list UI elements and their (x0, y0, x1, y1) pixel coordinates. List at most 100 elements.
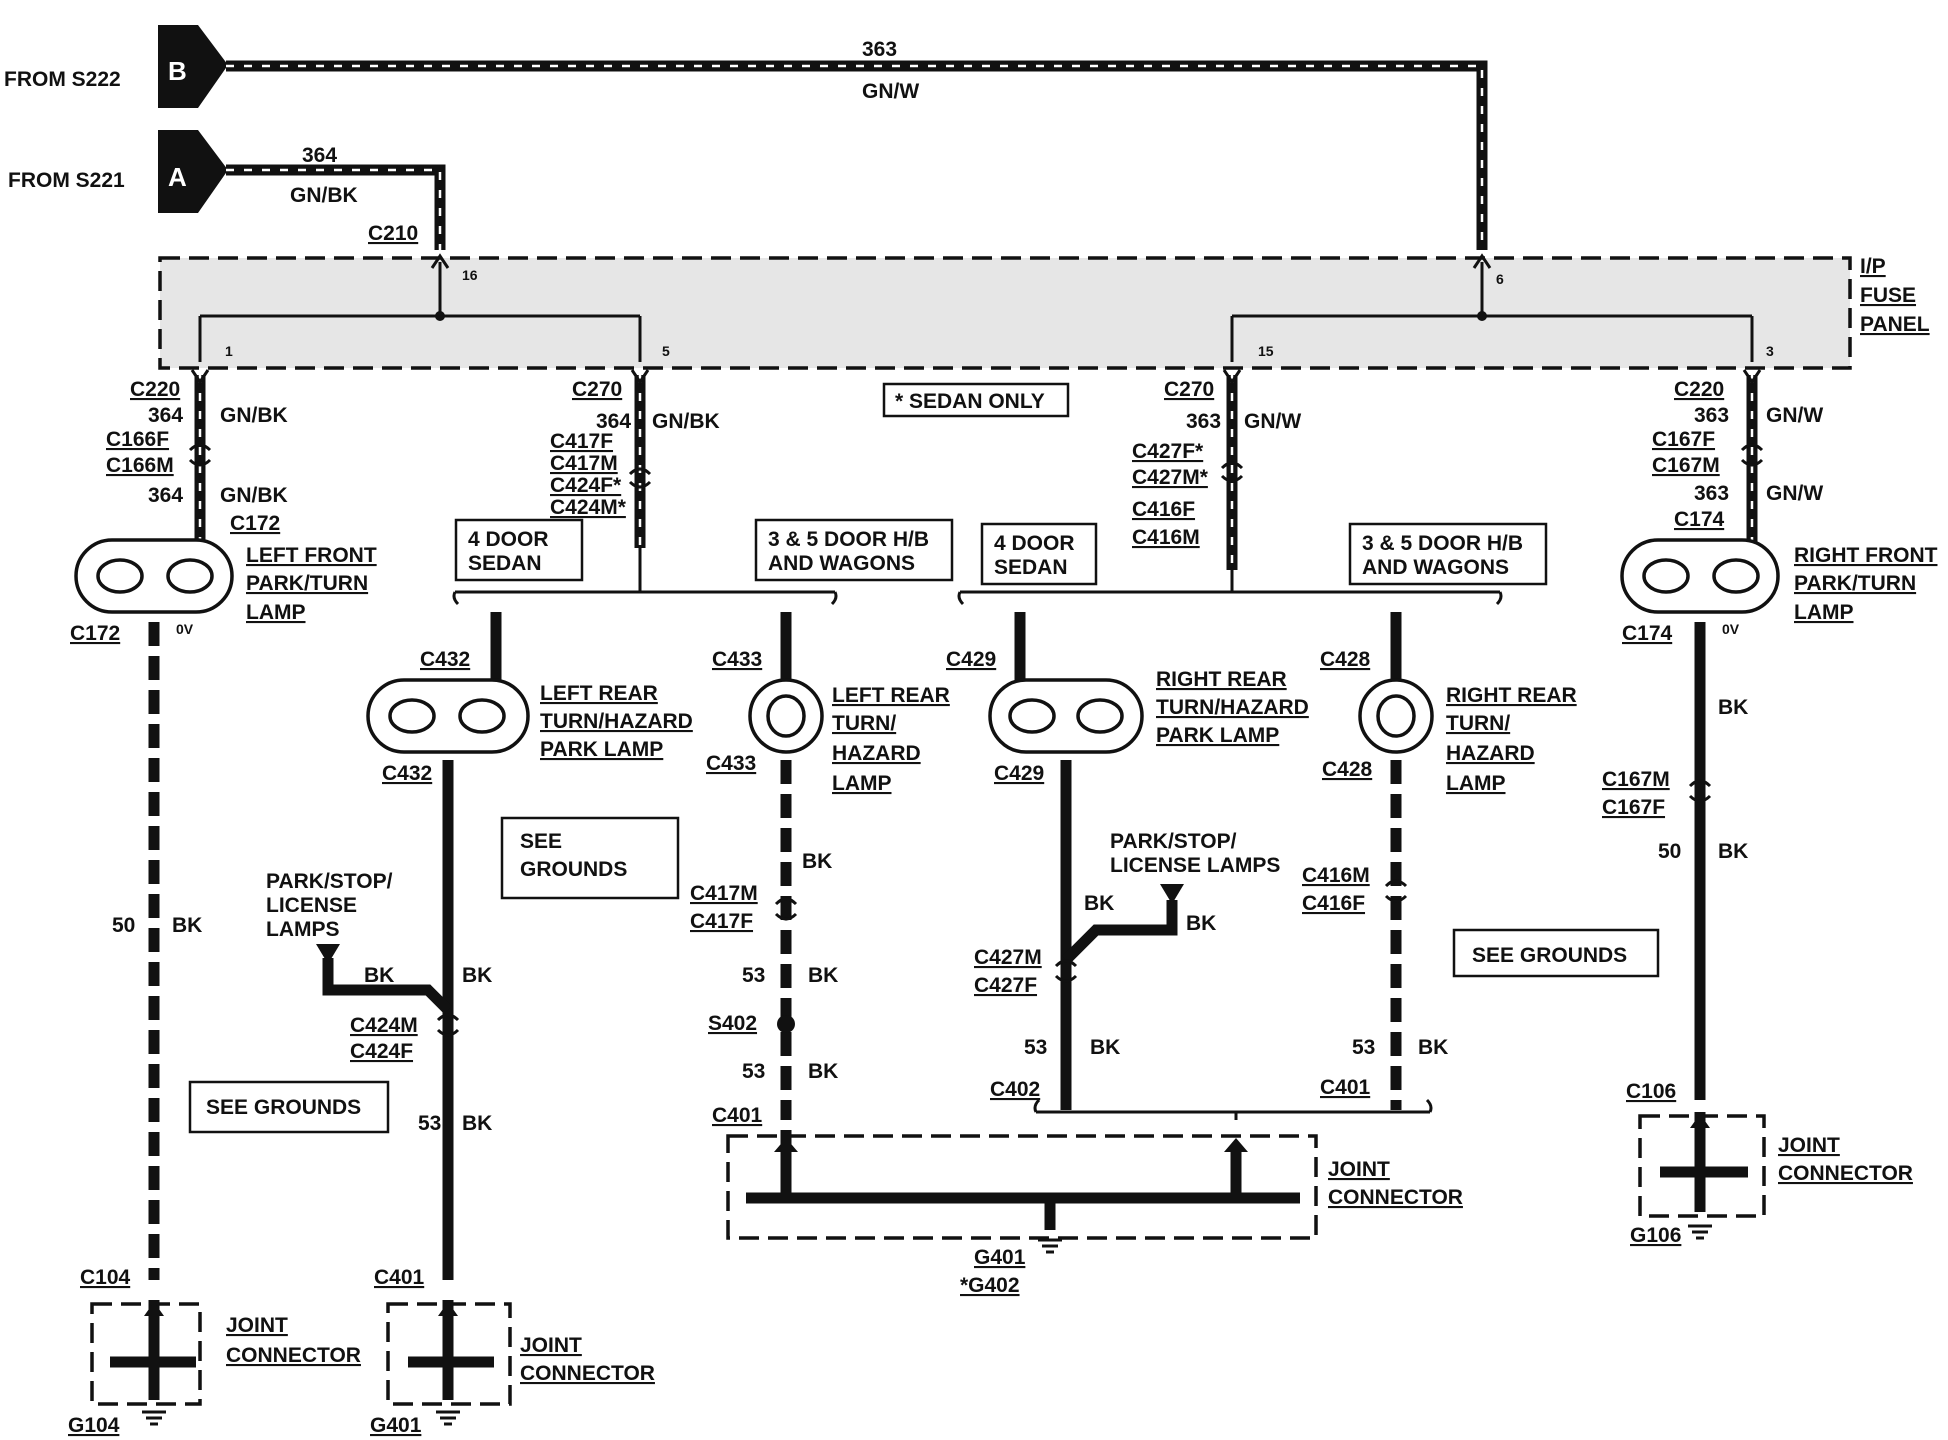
svg-text:C104: C104 (80, 1266, 131, 1289)
see-grounds-box-left: SEE GROUNDS (188, 1080, 390, 1134)
svg-text:LEFT REAR: LEFT REAR (832, 684, 950, 707)
svg-text:BK: BK (808, 1060, 838, 1083)
svg-text:C417M: C417M (550, 452, 618, 475)
svg-text:TURN/: TURN/ (832, 712, 896, 735)
svg-text:CONNECTOR: CONNECTOR (520, 1362, 655, 1385)
svg-text:*G402: *G402 (960, 1274, 1020, 1297)
svg-text:50: 50 (1658, 840, 1681, 863)
svg-text:C172: C172 (230, 512, 280, 535)
svg-text:PARK/TURN: PARK/TURN (1794, 572, 1916, 595)
svg-text:BK: BK (1186, 912, 1216, 935)
svg-text:PARK/TURN: PARK/TURN (246, 572, 368, 595)
svg-text:C424M: C424M (350, 1014, 418, 1037)
svg-text:3: 3 (1766, 343, 1774, 359)
svg-text:A: A (168, 162, 187, 192)
ip-fuse-panel: I/P FUSE PANEL 16 1 5 6 15 3 (158, 253, 1930, 370)
svg-text:C427F*: C427F* (1132, 440, 1204, 463)
left-front-branch: C220 364 GN/BK C166F C166M 364 GN/BK C17… (106, 369, 288, 545)
svg-text:BK: BK (364, 964, 394, 987)
svg-text:LAMP: LAMP (1794, 601, 1854, 624)
svg-text:53: 53 (418, 1112, 441, 1135)
svg-text:C270: C270 (572, 378, 622, 401)
svg-text:3 & 5 DOOR H/B: 3 & 5 DOOR H/B (768, 528, 929, 551)
svg-text:364: 364 (302, 144, 337, 167)
svg-text:HAZARD: HAZARD (832, 742, 921, 765)
svg-text:GN/W: GN/W (1244, 410, 1301, 433)
svg-text:GN/W: GN/W (1766, 404, 1823, 427)
svg-text:C417M: C417M (690, 882, 758, 905)
svg-text:RIGHT REAR: RIGHT REAR (1156, 668, 1287, 691)
svg-text:0V: 0V (1722, 621, 1740, 637)
svg-text:C433: C433 (706, 752, 756, 775)
svg-text:GN/W: GN/W (1766, 482, 1823, 505)
svg-text:6: 6 (1496, 271, 1504, 287)
svg-text:15: 15 (1258, 343, 1274, 359)
svg-text:FUSE: FUSE (1860, 284, 1916, 307)
svg-text:C167M: C167M (1652, 454, 1720, 477)
left-wagon-box: 3 & 5 DOOR H/B AND WAGONS (754, 518, 954, 582)
svg-text:C428: C428 (1322, 758, 1373, 781)
svg-text:CONNECTOR: CONNECTOR (1328, 1186, 1463, 1209)
svg-text:LAMP: LAMP (1446, 772, 1506, 795)
svg-text:C429: C429 (994, 762, 1044, 785)
svg-text:53: 53 (1024, 1036, 1047, 1059)
right-front-park-turn-lamp: RIGHT FRONT PARK/TURN LAMP (1620, 538, 1938, 624)
svg-text:B: B (168, 56, 187, 86)
svg-text:C424M*: C424M* (550, 496, 627, 519)
left-rear-sedan-branch: C432 LEFT REAR TURN/HAZARD PARK LAMP C43… (266, 612, 693, 1289)
svg-text:BK: BK (172, 914, 202, 937)
svg-text:C167F: C167F (1602, 796, 1665, 819)
svg-text:I/P: I/P (1860, 255, 1886, 278)
svg-text:PARK LAMP: PARK LAMP (1156, 724, 1279, 747)
svg-text:SEE GROUNDS: SEE GROUNDS (206, 1096, 361, 1119)
right-front-ground-wire: C174 0V BK C167M C167F 50 BK C106 (1602, 621, 1748, 1103)
svg-text:AND WAGONS: AND WAGONS (768, 552, 915, 575)
right-rear-sedan-branch: C429 RIGHT REAR TURN/HAZARD PARK LAMP C4… (946, 612, 1309, 1110)
svg-text:C106: C106 (1626, 1080, 1676, 1103)
svg-text:C432: C432 (420, 648, 470, 671)
svg-text:JOINT: JOINT (520, 1334, 582, 1357)
svg-text:C416F: C416F (1132, 498, 1195, 521)
svg-text:50: 50 (112, 914, 135, 937)
svg-text:53: 53 (742, 1060, 765, 1083)
svg-text:364: 364 (596, 410, 631, 433)
svg-text:53: 53 (1352, 1036, 1375, 1059)
svg-text:LAMPS: LAMPS (266, 918, 340, 941)
see-grounds-box-right: SEE GROUNDS (1452, 928, 1660, 978)
svg-text:BK: BK (462, 1112, 492, 1135)
svg-text:BK: BK (808, 964, 838, 987)
svg-text:363: 363 (1694, 482, 1729, 505)
svg-text:363: 363 (1186, 410, 1221, 433)
sedan-only-note: * SEDAN ONLY (882, 382, 1070, 418)
svg-text:C401: C401 (1320, 1076, 1371, 1099)
svg-text:HAZARD: HAZARD (1446, 742, 1535, 765)
svg-text:G401: G401 (974, 1246, 1026, 1269)
right-rear-wagon-branch: C428 RIGHT REAR TURN/ HAZARD LAMP C428 C… (1302, 612, 1577, 1110)
svg-text:PARK LAMP: PARK LAMP (540, 738, 663, 761)
svg-text:C417F: C417F (690, 910, 753, 933)
svg-text:C402: C402 (990, 1078, 1040, 1101)
svg-text:BK: BK (462, 964, 492, 987)
svg-text:C166M: C166M (106, 454, 174, 477)
joint-connector-g401-center: JOINT CONNECTOR G401 *G402 (726, 1098, 1463, 1297)
svg-text:RIGHT FRONT: RIGHT FRONT (1794, 544, 1938, 567)
svg-text:C270: C270 (1164, 378, 1214, 401)
svg-text:363: 363 (862, 38, 897, 61)
source-b: B FROM S222 (4, 25, 228, 108)
svg-text:53: 53 (742, 964, 765, 987)
svg-text:GN/BK: GN/BK (290, 184, 358, 207)
svg-text:RIGHT REAR: RIGHT REAR (1446, 684, 1577, 707)
svg-text:SEE: SEE (520, 830, 562, 853)
feed-wire-363: 363 GN/W (226, 38, 1488, 250)
svg-text:C424F*: C424F* (550, 474, 622, 497)
source-a: A FROM S221 (8, 130, 228, 213)
svg-text:C167F: C167F (1652, 428, 1715, 451)
svg-text:C174: C174 (1622, 622, 1673, 645)
svg-text:G106: G106 (1630, 1224, 1681, 1247)
from-s222-label: FROM S222 (4, 68, 121, 91)
left-sedan-box: 4 DOOR SEDAN (454, 518, 584, 582)
svg-text:C416F: C416F (1302, 892, 1365, 915)
joint-connector-g401-left: JOINT CONNECTOR G401 (370, 1300, 655, 1437)
svg-text:C428: C428 (1320, 648, 1371, 671)
